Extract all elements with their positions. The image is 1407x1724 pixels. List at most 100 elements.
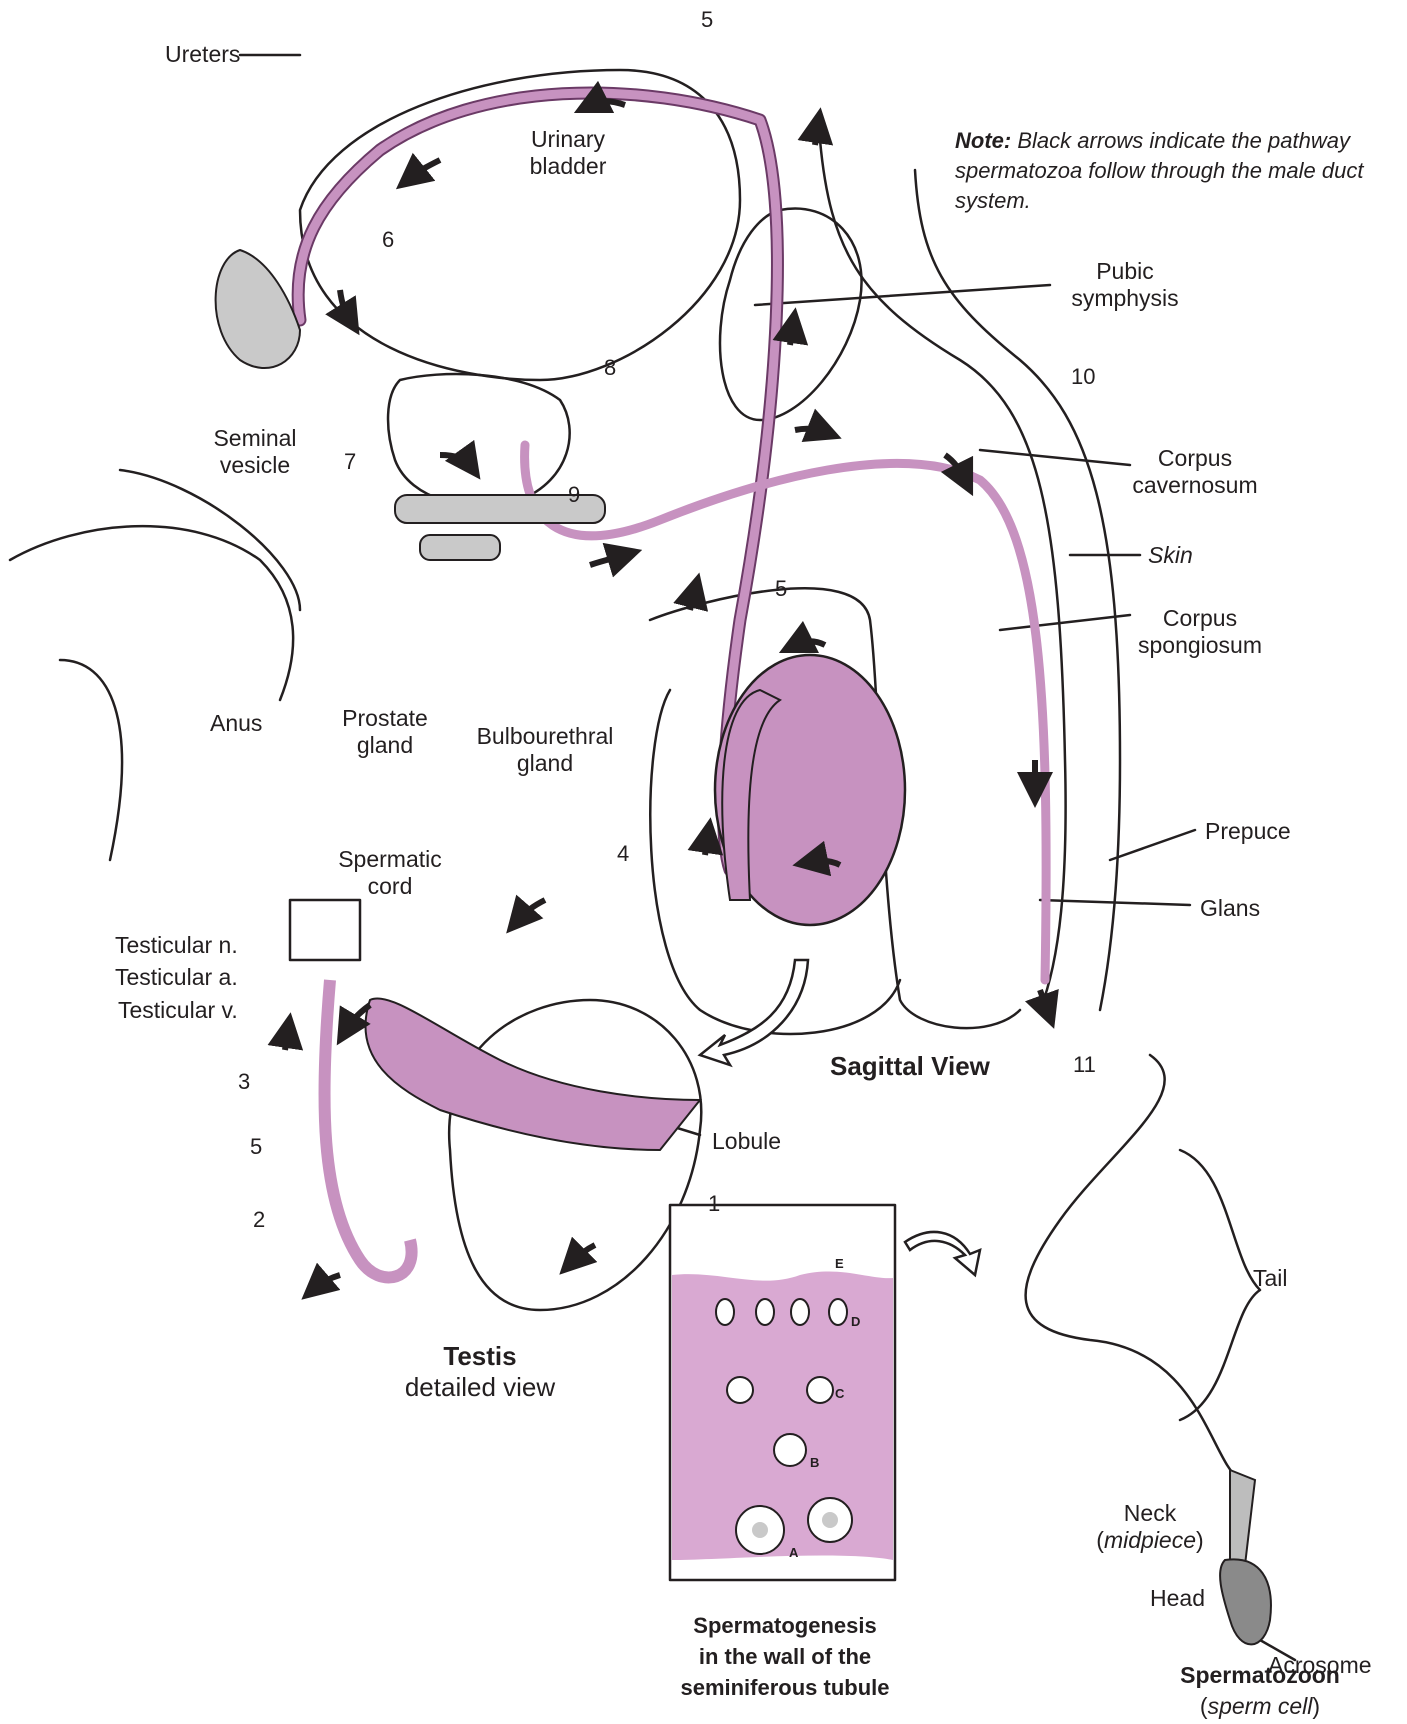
- arrow-bladder-1: [590, 101, 625, 105]
- label-prostate-gland: Prostate gland: [330, 705, 440, 759]
- sperm-tail: [1026, 1055, 1240, 1480]
- title-testis-sub: detailed view: [365, 1370, 595, 1404]
- label-pubic-symphysis: Pubic symphysis: [1060, 258, 1190, 312]
- label-tail: Tail: [1253, 1265, 1288, 1292]
- sperm-head: [1220, 1559, 1271, 1644]
- arrow-bladder-2: [410, 160, 440, 178]
- arrow-epididymis: [705, 835, 708, 855]
- label-neck-line1: Neck: [1085, 1500, 1215, 1527]
- label-corpus-spongiosum-line1: Corpus: [1125, 605, 1275, 632]
- arrow-urethra-1: [590, 555, 625, 565]
- title-spermatozoon-main: Spermatozoon: [1150, 1660, 1370, 1691]
- num-10: 10: [1071, 365, 1095, 389]
- note-text: Black arrows indicate the pathway sperma…: [955, 128, 1363, 213]
- buttock-outline: [10, 526, 293, 700]
- title-spermatogenesis-line2: in the wall of the: [645, 1641, 925, 1672]
- label-lobule: Lobule: [712, 1128, 781, 1155]
- bulbourethral-band: [420, 535, 500, 560]
- label-bulbourethral-gland-line2: gland: [460, 750, 630, 777]
- label-corpus-spongiosum-line2: spongiosum: [1125, 632, 1275, 659]
- label-neck-line2: (midpiece): [1085, 1527, 1215, 1554]
- title-spermatozoon-sub-text: sperm cell: [1208, 1693, 1313, 1719]
- num-7: 7: [344, 450, 356, 474]
- num-5-mid: 5: [775, 577, 787, 601]
- label-spermatic-cord-line2: cord: [330, 873, 450, 900]
- tail-brace: [1180, 1150, 1260, 1420]
- cell-b: [774, 1434, 806, 1466]
- label-bulbourethral-gland-line1: Bulbourethral: [460, 723, 630, 750]
- seminal-vesicle-gray: [216, 250, 300, 368]
- label-ureters: Ureters: [165, 41, 240, 68]
- prostate-outline: [388, 374, 570, 506]
- cell-d1: [716, 1299, 734, 1325]
- note-prefix: Note:: [955, 128, 1011, 153]
- spermatic-cord-stub: [290, 900, 360, 960]
- label-corpus-cavernosum: Corpus cavernosum: [1120, 445, 1270, 499]
- title-sagittal-view: Sagittal View: [830, 1053, 990, 1080]
- label-skin: Skin: [1148, 542, 1193, 569]
- arrow-urethra-2: [795, 429, 825, 432]
- label-anus: Anus: [210, 710, 262, 737]
- label-seminal-vesicle-line1: Seminal: [195, 425, 315, 452]
- testis-inset: [449, 1000, 701, 1310]
- arrow-scrotum: [795, 641, 825, 645]
- arrow-up-1: [815, 125, 818, 145]
- arrow-prostate: [440, 455, 470, 465]
- cell-d3: [791, 1299, 809, 1325]
- pointer-pubic: [755, 285, 1050, 305]
- pointer-spongiosum: [1000, 615, 1130, 630]
- title-testis: Testis detailed view: [365, 1343, 595, 1404]
- hollow-arrow-testis: [700, 960, 808, 1065]
- label-testicular-n: Testicular n.: [115, 932, 238, 959]
- num-3: 3: [238, 1070, 250, 1094]
- label-prostate-gland-line2: gland: [330, 732, 440, 759]
- rectum-outline: [120, 470, 300, 610]
- stage-b: B: [810, 1455, 819, 1470]
- stage-a: A: [789, 1545, 798, 1560]
- arrow-up-3: [690, 590, 695, 610]
- title-spermatogenesis-line3: seminiferous tubule: [645, 1672, 925, 1703]
- label-seminal-vesicle-line2: vesicle: [195, 452, 315, 479]
- label-midpiece: midpiece: [1104, 1527, 1196, 1553]
- label-testicular-v: Testicular v.: [118, 997, 238, 1024]
- stage-d: D: [851, 1314, 860, 1329]
- cell-c1: [727, 1377, 753, 1403]
- label-prostate-gland-line1: Prostate: [330, 705, 440, 732]
- num-11: 11: [1073, 1053, 1096, 1077]
- cell-d4: [829, 1299, 847, 1325]
- title-spermatogenesis-line1: Spermatogenesis: [645, 1610, 925, 1641]
- label-urinary-bladder-line2: bladder: [508, 153, 628, 180]
- label-head: Head: [1150, 1585, 1205, 1612]
- pointer-cavernosum: [980, 450, 1130, 465]
- stage-e: E: [835, 1256, 844, 1271]
- label-corpus-spongiosum: Corpus spongiosum: [1125, 605, 1275, 659]
- title-spermatogenesis: Spermatogenesis in the wall of the semin…: [645, 1610, 925, 1703]
- label-corpus-cavernosum-line2: cavernosum: [1120, 472, 1270, 499]
- label-urinary-bladder: Urinary bladder: [508, 126, 628, 180]
- num-5-top: 5: [701, 8, 713, 32]
- num-8: 8: [604, 356, 616, 380]
- arrow-vesicle: [340, 290, 350, 320]
- arrow-inset-4: [315, 1275, 340, 1288]
- label-testicular-a: Testicular a.: [115, 964, 238, 991]
- label-prepuce: Prepuce: [1205, 818, 1291, 845]
- title-testis-main: Testis: [365, 1343, 595, 1370]
- hollow-arrow-sperm: [905, 1232, 980, 1275]
- num-9: 9: [568, 483, 580, 507]
- label-corpus-cavernosum-line1: Corpus: [1120, 445, 1270, 472]
- title-spermatozoon: Spermatozoon (sperm cell): [1150, 1660, 1370, 1722]
- stage-c: C: [835, 1386, 844, 1401]
- label-neck: Neck (midpiece): [1085, 1500, 1215, 1554]
- arrow-inset-3: [285, 1030, 288, 1050]
- num-4: 4: [617, 842, 629, 866]
- sperm-neck: [1230, 1470, 1255, 1565]
- cell-c2: [807, 1377, 833, 1403]
- pointer-prepuce: [1110, 830, 1195, 860]
- label-glans: Glans: [1200, 895, 1260, 922]
- arrow-inset-5: [572, 1245, 595, 1262]
- thigh-outline: [60, 660, 122, 860]
- nucleus-a1: [752, 1522, 768, 1538]
- label-spermatic-cord-line1: Spermatic: [330, 846, 450, 873]
